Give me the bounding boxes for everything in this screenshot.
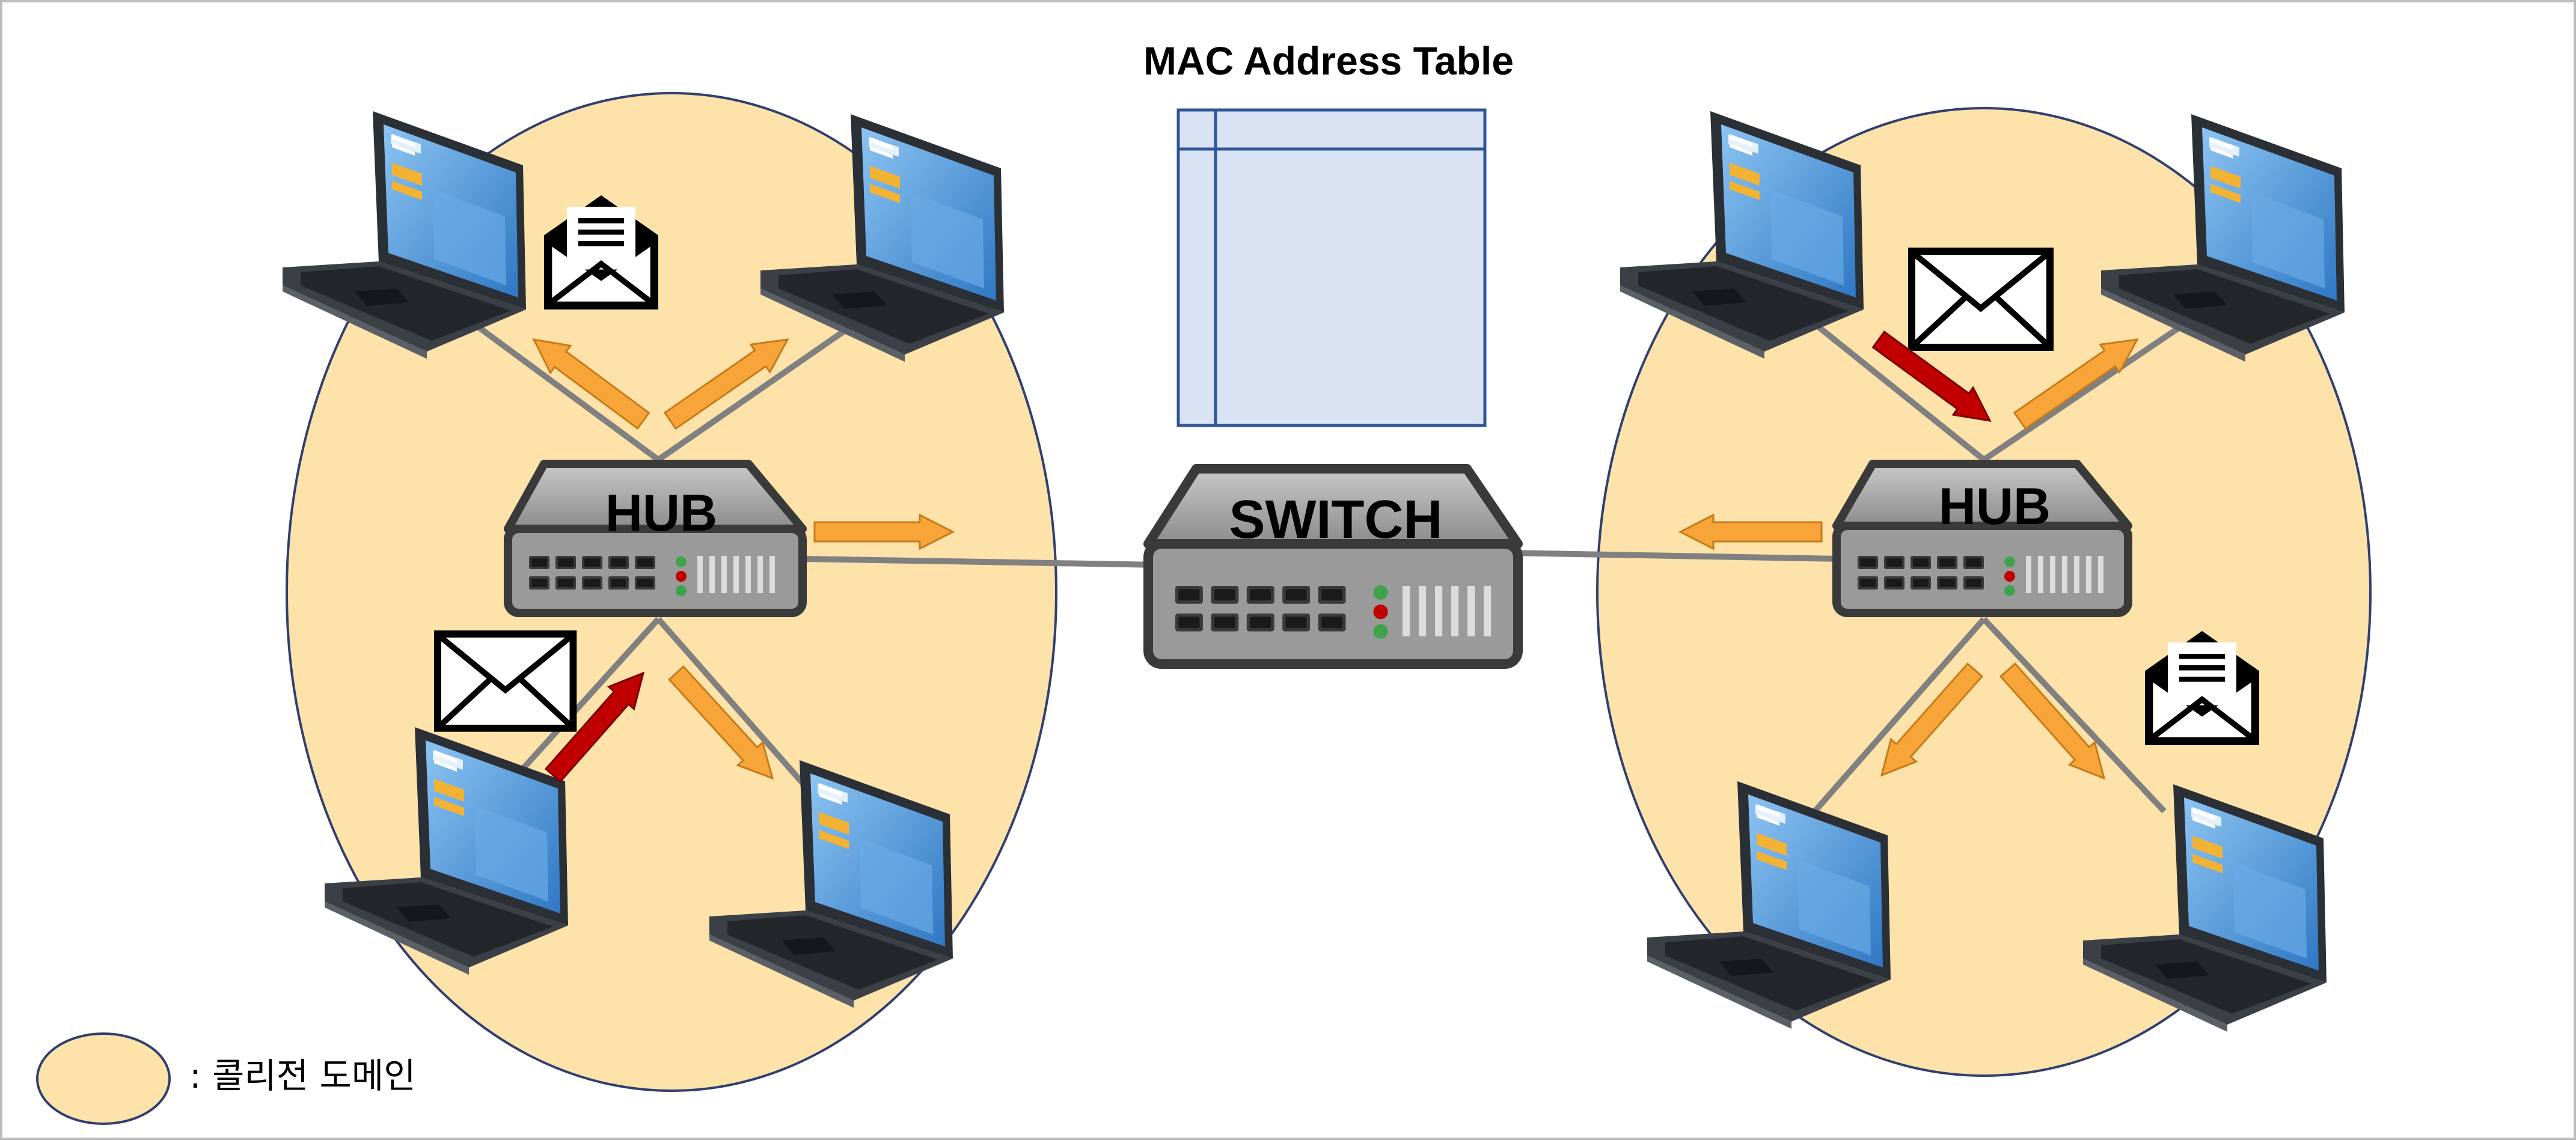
mac-table-title: MAC Address Table <box>1143 38 1514 83</box>
legend-label: : 콜리전 도메인 <box>189 1055 416 1096</box>
switch-icon <box>1143 464 1523 669</box>
orange-arrow-icon <box>2013 338 2139 430</box>
orange-arrow-icon <box>1678 513 1823 550</box>
hub-icon <box>504 460 807 617</box>
hub-left-label: HUB <box>605 484 717 542</box>
orange-arrow-icon <box>532 338 650 430</box>
hub-right-label: HUB <box>1939 478 2051 535</box>
orange-arrow-icon <box>813 513 955 550</box>
red-arrow-icon <box>544 671 645 783</box>
mac-address-table <box>1176 108 1487 427</box>
legend-swatch <box>36 1032 171 1125</box>
cables <box>473 319 2190 820</box>
hub-icon <box>1832 460 2132 617</box>
switch-label: SWITCH <box>1229 490 1443 550</box>
laptop-icon <box>283 111 526 359</box>
laptop-icon <box>1620 111 1864 359</box>
red-arrow-icon <box>1871 331 1992 422</box>
orange-arrow-icon <box>1999 662 2106 780</box>
orange-arrow-icon <box>668 665 774 780</box>
closed-envelope-icon <box>438 634 573 728</box>
closed-envelope-icon <box>1912 251 2050 347</box>
orange-arrow-icon <box>663 338 789 430</box>
orange-arrow-icon <box>1880 662 1984 777</box>
